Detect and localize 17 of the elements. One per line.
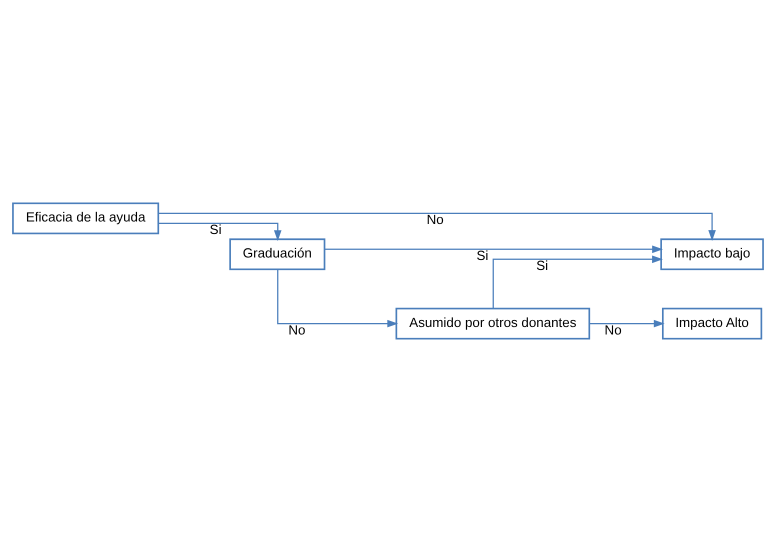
- arrow: [492, 255, 663, 308]
- edge-label: Si: [476, 247, 488, 262]
- edge-label: No: [288, 322, 306, 337]
- node-box: Impacto Alto: [662, 307, 762, 339]
- node-box: Impacto bajo: [660, 238, 764, 270]
- edge-label: No: [426, 212, 444, 227]
- arrow: [277, 268, 398, 327]
- edge-label: Si: [210, 222, 222, 237]
- edge-label: No: [604, 322, 622, 337]
- node-box: Asumido por otros donantes: [396, 307, 590, 339]
- arrow: [589, 319, 665, 327]
- node-box: Graduación: [229, 238, 326, 270]
- node-box: Eficacia de la ayuda: [12, 202, 160, 234]
- arrow: [158, 222, 282, 241]
- edge-label: Si: [536, 258, 548, 272]
- arrow: [324, 244, 664, 253]
- arrow: [158, 212, 716, 240]
